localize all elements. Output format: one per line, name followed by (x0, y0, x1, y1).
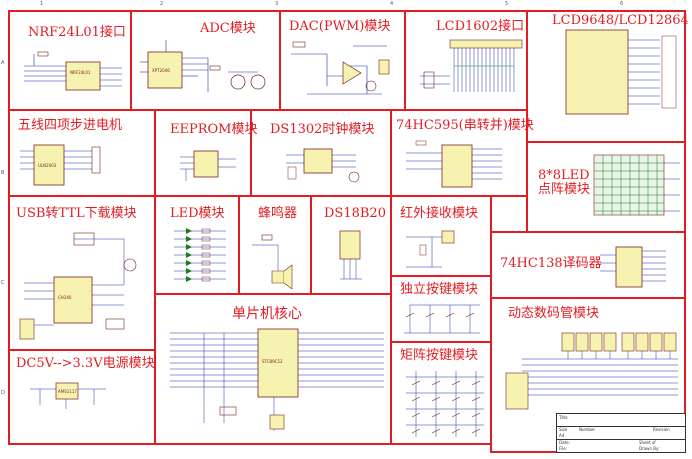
block-title: NRF24L01接口 (28, 25, 126, 40)
nrf-schematic: NRF24L01 (24, 51, 122, 91)
lcd9648-schematic (565, 29, 677, 115)
title-block-divider (557, 439, 685, 440)
ds1302-schematic (286, 148, 360, 183)
frame-row-c: C (1, 280, 5, 286)
block-title: 蜂鸣器 (258, 206, 298, 221)
svg-text:XPT2046: XPT2046 (152, 68, 170, 73)
hc138-schematic (600, 246, 666, 288)
seg-schematic (505, 332, 678, 410)
ir-schematic (406, 230, 455, 268)
block-usb-ttl: USB转TTL下载模块 CH340 (8, 195, 156, 351)
led-matrix-schematic (593, 154, 680, 216)
dac-schematic (291, 41, 390, 95)
revision-label: Revision (653, 427, 670, 432)
block-title: DS18B20 (324, 206, 386, 221)
block-ds18b20: DS18B20 (310, 195, 392, 295)
frame-col-5: 5 (505, 1, 509, 7)
block-matrix-key: 矩阵按键模块 (390, 341, 492, 445)
date-label: Date: (559, 440, 570, 445)
file-label: File: (559, 446, 568, 451)
block-independent-key: 独立按键模块 (390, 275, 492, 343)
block-title: LED模块 (170, 206, 225, 221)
block-title: 红外接收模块 (400, 206, 479, 221)
block-ir: 红外接收模块 (390, 195, 492, 277)
mcu-schematic: STC89C52 (170, 328, 384, 431)
block-74hc138: 74HC138译码器 (490, 231, 686, 299)
led-schematic (174, 228, 226, 282)
frame-col-6: 6 (620, 1, 624, 7)
frame-row-a: A (1, 60, 5, 66)
frame-col-1: 1 (40, 1, 44, 7)
frame-row-d: D (1, 390, 5, 396)
adc-schematic: XPT2046 (140, 40, 266, 92)
block-stepper: 五线四项步进电机 ULN2003 (8, 109, 156, 197)
block-dac: DAC(PWM)模块 (279, 10, 406, 111)
frame-col-4: 4 (390, 1, 394, 7)
block-title-line1: 8*8LED (538, 168, 590, 183)
block-title: LCD9648/LCD12864 (552, 13, 689, 28)
block-mcu-core: 单片机核心 STC89C52 (154, 293, 392, 445)
title-block: Title Size Number Revision A4 Date: Shee… (556, 413, 686, 453)
block-title: EEPROM模块 (170, 122, 258, 137)
drawn-label: Drawn By: (639, 446, 660, 451)
block-title: DS1302时钟模块 (270, 122, 375, 137)
frame-col-3: 3 (275, 1, 279, 7)
block-title: DC5V-->3.3V电源模块 (16, 356, 155, 371)
number-label: Number (579, 427, 596, 432)
block-eeprom: EEPROM模块 (154, 109, 257, 197)
block-led: LED模块 (154, 195, 240, 295)
title-block-divider (557, 426, 685, 427)
block-8x8-led: 8*8LED 点阵模块 (526, 141, 686, 233)
block-title: 独立按键模块 (400, 282, 479, 297)
block-title: LCD1602接口 (436, 19, 525, 34)
buzzer-schematic (252, 234, 293, 289)
size-label: Size (559, 427, 568, 432)
matrix-key-schematic (406, 371, 484, 437)
block-title: USB转TTL下载模块 (16, 206, 137, 221)
stepper-schematic: ULN2003 (20, 144, 101, 186)
block-title: 五线四项步进电机 (18, 118, 123, 133)
block-title: 单片机核心 (232, 306, 302, 322)
block-title: 74HC595(串转并)模块 (396, 118, 534, 133)
svg-text:NRF24L01: NRF24L01 (70, 70, 91, 75)
block-lcd9648: LCD9648/LCD12864 (526, 10, 689, 143)
block-title: 74HC138译码器 (500, 256, 602, 271)
block-buzzer: 蜂鸣器 (238, 195, 312, 295)
block-dynamic-seg: 动态数码管模块 (490, 297, 686, 453)
eeprom-schematic (180, 150, 236, 181)
block-lcd1602: LCD1602接口 (404, 10, 528, 111)
title-label: Title (559, 415, 568, 420)
svg-text:CH340: CH340 (58, 295, 72, 300)
sheet-label: Sheet of (639, 440, 656, 445)
block-power: DC5V-->3.3V电源模块 AMS1117 (8, 349, 156, 445)
block-74hc595: 74HC595(串转并)模块 (390, 109, 534, 197)
lcd1602-schematic (420, 39, 523, 92)
block-adc: ADC模块 XPT2046 (130, 10, 281, 111)
power-schematic: AMS1117 (30, 382, 106, 409)
svg-text:STC89C52: STC89C52 (262, 359, 283, 364)
block-ds1302: DS1302时钟模块 (250, 109, 392, 197)
key-schematic (404, 304, 480, 334)
usb-schematic: CH340 (19, 232, 137, 340)
block-title: 动态数码管模块 (508, 306, 600, 321)
size-value: A4 (559, 433, 565, 438)
block-nrf24l01: NRF24L01接口 NRF24L01 (8, 10, 132, 111)
frame-row-b: B (1, 170, 5, 176)
block-title-line2: 点阵模块 (538, 182, 591, 197)
block-title: 矩阵按键模块 (400, 348, 479, 363)
svg-text:ULN2003: ULN2003 (38, 163, 57, 168)
hc595-schematic (406, 140, 502, 188)
block-title: DAC(PWM)模块 (289, 19, 391, 34)
ds18b20-schematic (339, 230, 362, 280)
frame-col-2: 2 (160, 1, 164, 7)
svg-text:AMS1117: AMS1117 (58, 389, 77, 394)
block-title: ADC模块 (200, 21, 256, 36)
